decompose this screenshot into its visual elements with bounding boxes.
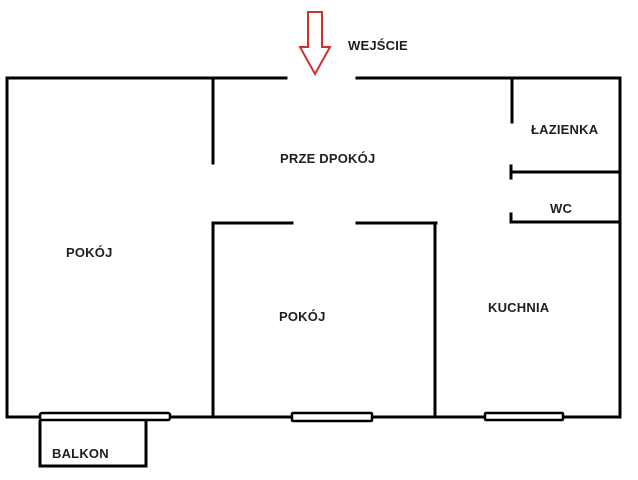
window-middle-room: [290, 411, 374, 423]
balcony-outline: [38, 420, 148, 468]
room-label-bathroom: ŁAZIENKA: [531, 122, 599, 137]
room-label-left-room: POKÓJ: [66, 245, 113, 260]
entrance-arrow-icon: [298, 11, 332, 77]
room-label-hall: PRZE DPOKÓJ: [280, 151, 376, 166]
room-label-balcony: BALKON: [52, 446, 109, 461]
entrance-label: WEJŚCIE: [348, 38, 408, 53]
room-label-middle-room: POKÓJ: [279, 309, 326, 324]
room-label-wc: WC: [550, 201, 573, 216]
window-kitchen: [483, 411, 565, 422]
room-label-kitchen: KUCHNIA: [488, 300, 550, 315]
balcony-door: [38, 411, 172, 422]
